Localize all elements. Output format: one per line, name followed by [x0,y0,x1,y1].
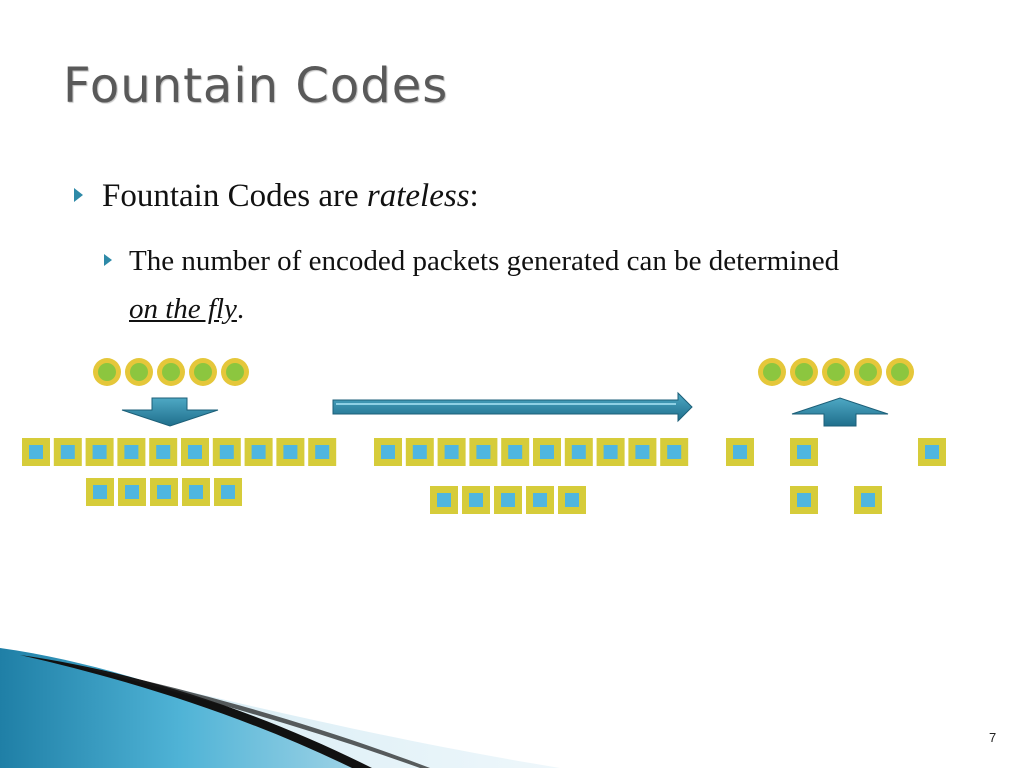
bullet-2: The number of encoded packets generated … [104,237,839,333]
encoded-packet-square-icon [181,438,209,466]
recovered-symbol-circle-icon [854,358,882,386]
page-title: Fountain Codes [63,58,449,114]
transmitted-packet-square-icon [501,438,530,466]
encoded-packet-square-icon [244,438,273,466]
page-number: 7 [989,730,997,745]
source-symbol-circle-icon [221,358,249,386]
transmitted-packet-square-icon [437,438,466,466]
received-packet-square-icon [790,438,818,466]
bullet-marker-icon [104,254,112,267]
encoded-packet-square-icon [86,478,114,506]
encode-arrow-icon [121,397,219,427]
transmitted-packet-square-icon [596,438,625,466]
source-symbol-circle-icon [125,358,153,386]
bullet-marker-icon [74,188,83,203]
transmitted-packet-square-icon [494,486,522,514]
received-packet-square-icon [854,486,882,514]
transmitted-packet-square-icon [526,486,554,514]
transmit-arrow-icon [332,391,693,423]
encoded-packet-square-icon [149,438,178,466]
encoded-packet-square-icon [308,438,337,466]
transmitted-packet-square-icon [405,438,434,466]
transmitted-packet-square-icon [374,438,402,466]
bullet-1-suffix: : [469,178,479,214]
decode-arrow-icon [791,397,889,427]
received-packet-square-icon [726,438,754,466]
transmitted-packet-square-icon [558,486,586,514]
bullet-2-suffix: . [236,293,245,325]
transmitted-packet-square-icon [533,438,561,466]
encoded-packet-square-icon [117,438,146,466]
encoded-packet-square-icon [150,478,178,506]
source-symbol-circle-icon [189,358,217,386]
bullet-2-emphasis: on the fly [129,293,237,325]
received-packet-square-icon [918,438,946,466]
received-packet-square-icon [790,486,818,514]
encoded-packet-square-icon [214,478,242,506]
encoded-packet-square-icon [22,438,50,466]
encoded-packet-square-icon [85,438,114,466]
encoded-packet-square-icon [182,478,210,506]
recovered-symbol-circle-icon [790,358,818,386]
bullet-2-line-1: The number of encoded packets generated … [129,245,840,277]
bullet-1: Fountain Codes are rateless: [74,178,479,215]
transmitted-packet-square-icon [660,438,689,466]
encoded-packet-square-icon [212,438,241,466]
transmitted-packet-square-icon [462,486,490,514]
transmitted-packet-square-icon [430,486,458,514]
encoded-packet-square-icon [276,438,305,466]
recovered-symbol-circle-icon [886,358,914,386]
encoded-packet-square-icon [118,478,146,506]
transmitted-packet-square-icon [469,438,498,466]
recovered-symbol-circle-icon [758,358,786,386]
encoded-packet-square-icon [53,438,82,466]
transmitted-packet-square-icon [564,438,593,466]
bullet-1-text: Fountain Codes are [102,178,367,214]
source-symbol-circle-icon [93,358,121,386]
bullet-1-emphasis: rateless [366,178,470,214]
transmitted-packet-square-icon [628,438,657,466]
source-symbol-circle-icon [157,358,185,386]
recovered-symbol-circle-icon [822,358,850,386]
footer-swoosh [0,648,560,768]
